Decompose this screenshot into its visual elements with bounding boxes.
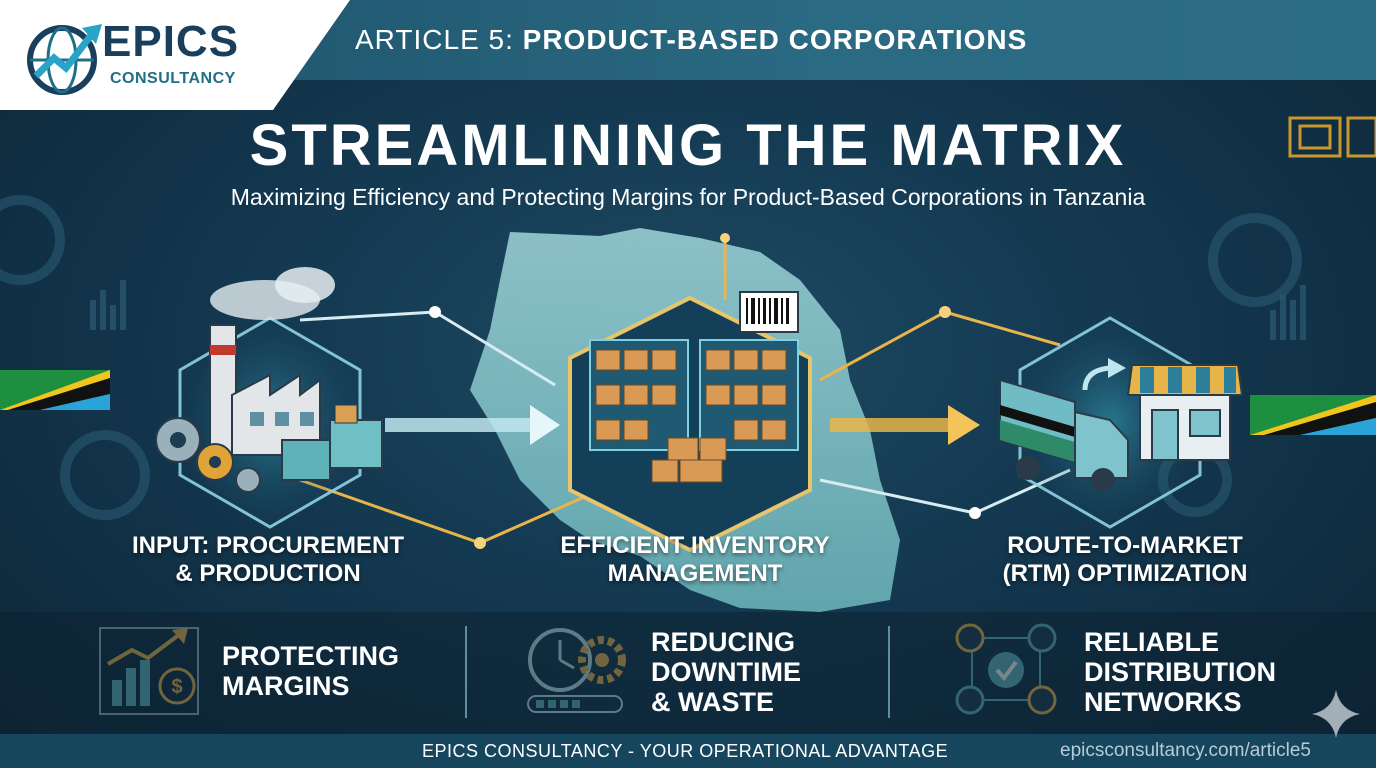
flow-nodes <box>429 233 981 549</box>
factory-icon <box>155 267 383 493</box>
tribal-pattern-top-right <box>1288 116 1376 158</box>
warehouse-icon <box>589 339 799 483</box>
arrow-to-inventory <box>385 405 560 445</box>
globe-arrow-logo-icon <box>27 24 102 95</box>
article-title: ARTICLE 5: PRODUCT-BASED CORPORATIONS <box>355 24 1028 55</box>
flag-stripes-left <box>0 370 110 410</box>
footer <box>0 734 1376 768</box>
benefit-label-distribution: RELIABLE DISTRIBUTION NETWORKS <box>1084 627 1276 717</box>
sparkle-icon <box>1312 690 1360 738</box>
main-title: STREAMLINING THE MATRIX <box>249 113 1127 178</box>
benefit-label-downtime: REDUCING DOWNTIME & WASTE <box>651 627 801 717</box>
divider <box>888 626 890 718</box>
benefits-band <box>0 612 1376 734</box>
subtitle: Maximizing Efficiency and Protecting Mar… <box>230 184 1146 210</box>
store-icon <box>1082 358 1244 461</box>
logo-name: EPICS <box>102 17 240 66</box>
logo-subtitle: CONSULTANCY <box>110 70 236 87</box>
stage-label-input: INPUT: PROCUREMENT & PRODUCTION <box>131 532 404 587</box>
background-bar-charts <box>90 280 1306 340</box>
divider <box>465 626 467 718</box>
stage-label-inventory: EFFICIENT INVENTORY MANAGEMENT <box>560 532 830 587</box>
arrow-to-rtm <box>830 405 980 445</box>
flag-stripes-right <box>1250 395 1376 435</box>
barcode-icon <box>739 291 799 333</box>
benefit-label-margins: PROTECTING MARGINS <box>222 641 400 701</box>
stage-label-rtm: ROUTE-TO-MARKET (RTM) OPTIMIZATION <box>1002 532 1248 587</box>
truck-icon <box>999 378 1129 492</box>
footer-url[interactable]: epicsconsultancy.com/article5 <box>1060 740 1311 761</box>
footer-tagline: EPICS CONSULTANCY - YOUR OPERATIONAL ADV… <box>422 741 949 761</box>
